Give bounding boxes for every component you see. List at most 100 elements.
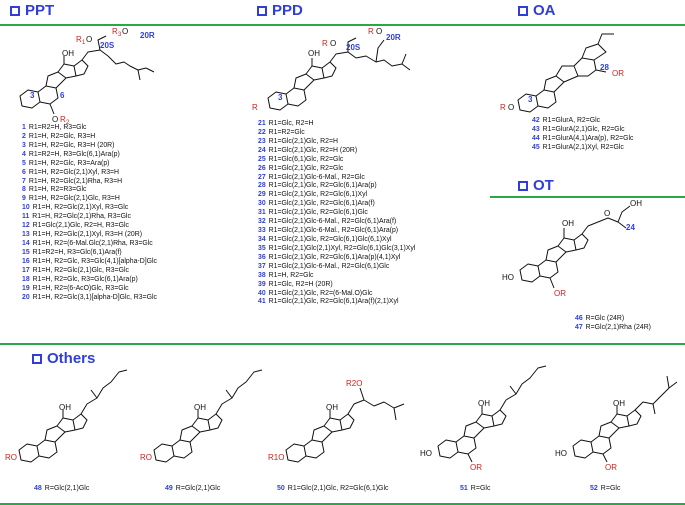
- skeleton-52: [572, 375, 678, 463]
- skeleton-51: [437, 365, 547, 463]
- ppd-skeleton: [267, 37, 411, 111]
- divider-top: [0, 24, 685, 26]
- label-52-or: OR: [605, 463, 617, 472]
- divider-others: [0, 343, 685, 345]
- oa-r1o-label: O: [508, 103, 514, 112]
- skeleton-48: [18, 369, 128, 463]
- ot-structure: OH O OH 24 HO OR: [502, 199, 642, 298]
- section-title-ot: OT: [533, 177, 554, 194]
- label-52-oh: OH: [613, 399, 625, 408]
- label-52-ho: HO: [555, 449, 567, 458]
- ot-c24-label: 24: [626, 223, 635, 232]
- ppd-20s-label: 20S: [346, 43, 361, 52]
- label-50-r1o: R1O: [268, 453, 284, 462]
- structure-49: OH RO: [140, 369, 263, 463]
- ppt-structure: OH R 1 O R 3 O 20S 20R 3 6 R 2 O: [19, 27, 155, 126]
- section-title-ppt: PPT: [25, 2, 55, 19]
- oa-skeleton: [517, 33, 614, 113]
- ppt-r1-sub: 1: [82, 40, 86, 46]
- ppt-o6-label: O: [52, 115, 58, 124]
- oa-c3-label: 3: [528, 95, 533, 104]
- square-icon: [257, 5, 267, 16]
- section-title-oa: OA: [533, 2, 556, 19]
- ppd-r1-top-label: R: [368, 27, 374, 36]
- section-header-others: Others: [32, 350, 95, 367]
- structure-48: OH RO: [5, 369, 128, 463]
- ppt-r1-label: R: [76, 35, 82, 44]
- ppt-r3-sub: 3: [118, 32, 122, 38]
- ppt-r2-label: R: [60, 115, 66, 124]
- label-48-ro: RO: [5, 453, 17, 462]
- structure-51: OH HO OR: [420, 365, 547, 472]
- ppt-20s-label: 20S: [100, 41, 115, 50]
- ppd-structure: OH R O 20S R O 20R 3 R: [252, 27, 411, 112]
- section-header-ppd: PPD: [257, 2, 303, 19]
- ppt-20r-label: 20R: [140, 31, 155, 40]
- oa-structure: 3 28 OR R O: [500, 33, 624, 113]
- structure-52: OH HO OR: [555, 375, 678, 472]
- ot-o-label: O: [604, 209, 610, 218]
- skeleton-50: [285, 387, 405, 463]
- oa-or2-label: OR: [612, 69, 624, 78]
- oa-c28-label: 28: [600, 63, 609, 72]
- ot-skeleton: [519, 205, 631, 289]
- section-title-ppd: PPD: [272, 2, 303, 19]
- section-title-others: Others: [47, 350, 96, 367]
- divider-bottom: [0, 503, 685, 505]
- label-50-oh: OH: [326, 403, 338, 412]
- ppt-oh-label: OH: [62, 49, 74, 58]
- section-header-ot: OT: [518, 177, 554, 194]
- ppd-c3-label: 3: [278, 93, 283, 102]
- ot-ho-label: HO: [502, 273, 514, 282]
- label-50-r2o: R2O: [346, 379, 362, 388]
- ppt-r3o-label: O: [122, 27, 128, 36]
- ot-or-label: OR: [554, 289, 566, 298]
- ot-oh-label: OH: [562, 219, 574, 228]
- ppt-r3-label: R: [112, 27, 118, 36]
- ppd-r2o-label: O: [330, 39, 336, 48]
- divider-oa-ot: [490, 196, 685, 198]
- section-header-ppt: PPT: [10, 2, 54, 19]
- square-icon: [32, 353, 42, 364]
- label-51-oh: OH: [478, 399, 490, 408]
- ppd-20r-label: 20R: [386, 33, 401, 42]
- square-icon: [10, 5, 20, 16]
- label-49-ro: RO: [140, 453, 152, 462]
- ppt-r1o-label: O: [86, 35, 92, 44]
